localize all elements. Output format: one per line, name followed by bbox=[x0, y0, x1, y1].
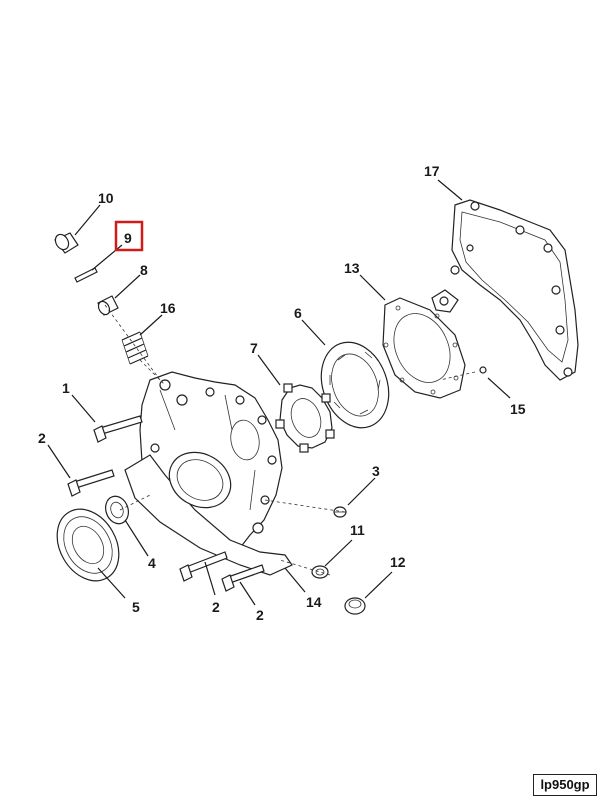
highlight-box-callout-9 bbox=[114, 220, 144, 252]
gasket-part-17[interactable] bbox=[431, 199, 579, 381]
callout-5: 5 bbox=[132, 599, 140, 615]
callout-7: 7 bbox=[250, 340, 258, 356]
outer-gear-part-6[interactable] bbox=[310, 333, 400, 438]
plug-part-12[interactable] bbox=[344, 597, 366, 615]
seal-part-5[interactable] bbox=[45, 498, 131, 592]
callout-14: 14 bbox=[306, 594, 322, 610]
bolt-part-2-bottom-b[interactable] bbox=[221, 564, 265, 592]
callout-6: 6 bbox=[294, 305, 302, 321]
plate-part-13[interactable] bbox=[382, 297, 466, 399]
callout-16: 16 bbox=[160, 300, 176, 316]
callout-8: 8 bbox=[140, 262, 148, 278]
callout-9: 9 bbox=[124, 230, 132, 246]
screw-part-15[interactable] bbox=[479, 366, 487, 374]
callout-13: 13 bbox=[344, 260, 360, 276]
callout-11: 11 bbox=[350, 522, 365, 538]
callout-1: 1 bbox=[62, 380, 70, 396]
seal-part-4[interactable] bbox=[102, 493, 132, 527]
bolt-part-2-bottom-a[interactable] bbox=[179, 551, 228, 582]
spring-part-16[interactable] bbox=[121, 331, 149, 365]
callout-12: 12 bbox=[390, 554, 406, 570]
callout-3: 3 bbox=[372, 463, 380, 479]
callout-4: 4 bbox=[148, 555, 156, 571]
callout-2-left: 2 bbox=[38, 430, 46, 446]
callout-17: 17 bbox=[424, 163, 440, 179]
callout-15: 15 bbox=[510, 401, 526, 417]
pin-part-9[interactable] bbox=[74, 267, 98, 283]
callouts: 10 9 8 16 1 2 2 2 14 4 5 3 11 12 7 6 13 … bbox=[38, 163, 526, 623]
front-cover-part-14[interactable] bbox=[124, 371, 293, 576]
washer-part-11[interactable] bbox=[311, 565, 329, 579]
callout-2-bottom-b: 2 bbox=[256, 607, 264, 623]
bolt-part-2-left[interactable] bbox=[67, 469, 115, 497]
callout-10: 10 bbox=[98, 190, 114, 206]
cap-part-10[interactable] bbox=[53, 232, 79, 254]
callout-2-bottom-a: 2 bbox=[212, 599, 220, 615]
inner-gear-part-7[interactable] bbox=[275, 383, 335, 453]
sleeve-part-8[interactable] bbox=[96, 295, 119, 317]
figure-code-label: lp950gp bbox=[533, 774, 597, 796]
bolt-part-1[interactable] bbox=[93, 415, 143, 443]
